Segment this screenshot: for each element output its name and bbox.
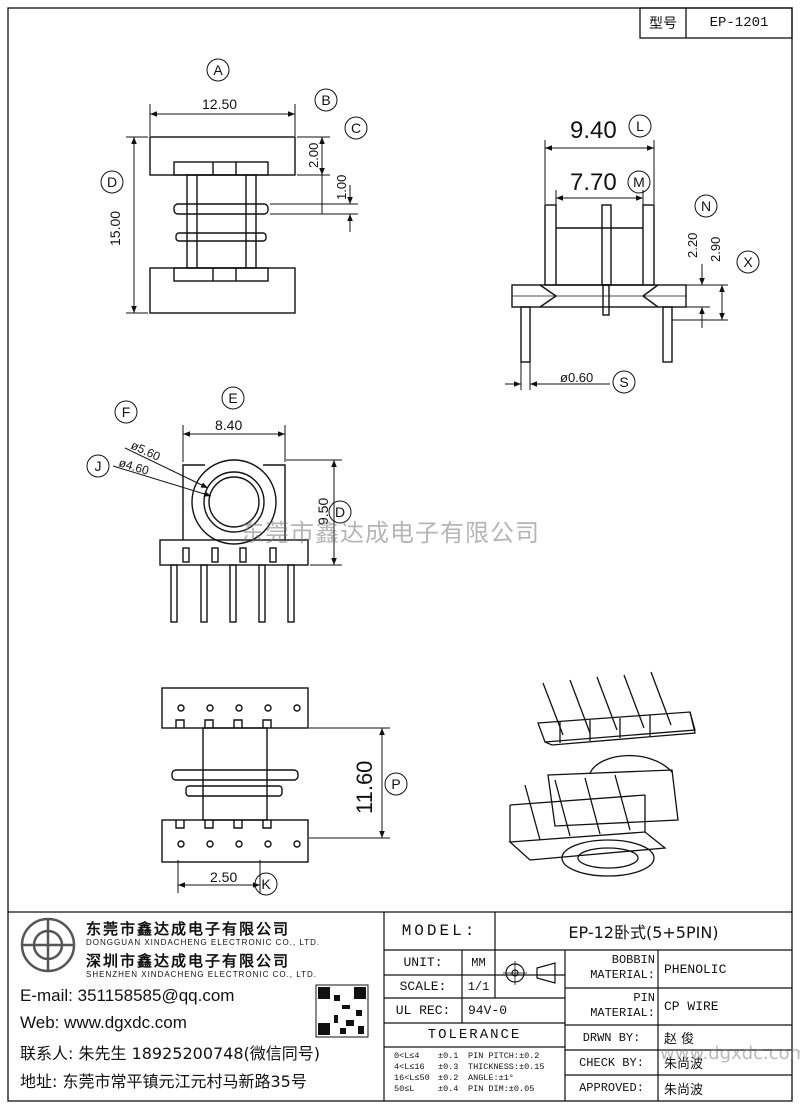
drawn-by-value: 赵 俊 (664, 1032, 695, 1047)
company-logo (20, 917, 76, 973)
dim-b: 2.00 (306, 143, 321, 168)
dim-a: 12.50 (202, 96, 237, 112)
check-by-label: CHECK BY: (579, 1055, 644, 1070)
marker-s: S (619, 374, 628, 390)
company-name-en-2: SHENZHEN XINDACHENG ELECTRONIC CO., LTD. (86, 970, 317, 979)
approved-label: APPROVED: (579, 1081, 644, 1095)
model-label: MODEL: (401, 922, 478, 940)
tol-range: 0<L≤4 (394, 1051, 420, 1061)
unit-value: MM (471, 955, 486, 970)
bobbin-label-line1: BOBBIN (611, 953, 655, 967)
title-block-grid (8, 911, 792, 1101)
bobbin-material-label: BOBBIN MATERIAL: (565, 953, 655, 983)
end-view (112, 425, 342, 623)
unit-label: UNIT: (403, 955, 443, 970)
isometric-view (508, 671, 696, 877)
scale-value: 1/1 (467, 979, 490, 994)
model-tag-value: EP-1201 (709, 15, 769, 31)
marker-o: D (335, 504, 345, 520)
watermark-url: www.dgxdc.com (660, 1043, 800, 1064)
bobbin-label-line2: MATERIAL: (590, 968, 655, 982)
dim-e: 8.40 (215, 417, 242, 433)
tol-value: ±0.1 (438, 1051, 459, 1061)
marker-m: M (633, 174, 645, 190)
tol-value: ±0.2 (438, 1073, 459, 1083)
company-name-en-1: DONGGUAN XINDACHENG ELECTRONIC CO., LTD. (86, 938, 321, 947)
tol-range: 50≤L (394, 1084, 415, 1094)
company-name-cn-1: 东莞市鑫达成电子有限公司 (86, 920, 291, 938)
dim-k: 2.50 (210, 869, 237, 885)
qr-code (315, 984, 369, 1038)
dim-d: 15.00 (107, 211, 123, 246)
ulrec-label: UL REC: (395, 1003, 451, 1018)
marker-c: C (351, 120, 361, 136)
tol-range: 4<L≤16 (394, 1062, 425, 1072)
approved-value: 朱尚波 (664, 1082, 704, 1098)
marker-e: E (228, 390, 237, 406)
tolerance-table: 0<L≤4 ±0.1 PIN PITCH:±0.2 4<L≤16 ±0.3 THICKN… (394, 1051, 564, 1095)
company-contact: 联系人: 朱先生 18925200748(微信同号) (20, 1044, 321, 1063)
tolerance-label: TOLERANCE (427, 1027, 522, 1043)
tol-note: PIN PITCH:±0.2 (468, 1051, 540, 1061)
marker-j: J (95, 458, 102, 474)
watermark: 东莞市鑫达成电子有限公司 (240, 519, 540, 547)
dim-m: 7.70 (570, 169, 617, 196)
dim-x: 2.90 (708, 237, 723, 262)
dim-l: 9.40 (570, 117, 617, 144)
bottom-view (161, 687, 390, 893)
model-value: EP-12卧式(5+5PIN) (568, 923, 719, 942)
company-email: E-mail: 351158585@qq.com (20, 986, 235, 1005)
model-tag-box (639, 7, 793, 39)
pin-material-label: PIN MATERIAL: (565, 991, 655, 1021)
marker-a: A (213, 62, 223, 78)
tol-note: THICKNESS:±0.15 (468, 1062, 545, 1072)
company-name-cn-2: 深圳市鑫达成电子有限公司 (86, 952, 291, 970)
bobbin-material-value: PHENOLIC (664, 961, 727, 977)
dim-j: ø4.60 (117, 455, 151, 477)
pin-material-value: CP WIRE (664, 999, 719, 1014)
tol-value: ±0.3 (438, 1062, 459, 1072)
marker-b: B (321, 92, 330, 108)
pin-label-line1: PIN (633, 991, 655, 1005)
model-tag-label: 型号 (649, 16, 677, 32)
company-address: 地址: 东莞市常平镇元江元村马新路35号 (20, 1072, 307, 1091)
tol-range: 16<L≤50 (394, 1073, 430, 1083)
marker-p: P (391, 776, 400, 792)
dim-p: 11.60 (352, 761, 377, 814)
dim-n: 2.20 (685, 233, 700, 258)
side-view (505, 140, 728, 390)
marker-l: L (636, 118, 644, 134)
scale-label: SCALE: (399, 979, 447, 994)
ulrec-value: 94V-0 (468, 1003, 508, 1018)
dim-c: 1.00 (334, 175, 349, 200)
marker-d: D (107, 174, 117, 190)
company-web: Web: www.dgxdc.com (20, 1013, 187, 1032)
marker-x: X (743, 254, 753, 270)
check-by-value: 朱尚波 (664, 1057, 704, 1072)
dim-s: ø0.60 (560, 370, 593, 385)
dim-o: 9.50 (315, 498, 331, 525)
marker-n: N (701, 198, 711, 214)
sheet-border (7, 7, 793, 1102)
tol-note: ANGLE:±1° (468, 1073, 514, 1083)
tol-note: PIN DIM:±0.05 (468, 1084, 535, 1094)
drawn-by-label: DRWN BY: (582, 1030, 641, 1045)
pin-label-line2: MATERIAL: (590, 1006, 655, 1020)
front-view (126, 104, 358, 314)
marker-k: K (261, 876, 271, 892)
marker-f: F (122, 404, 131, 420)
tol-value: ±0.4 (438, 1084, 459, 1094)
